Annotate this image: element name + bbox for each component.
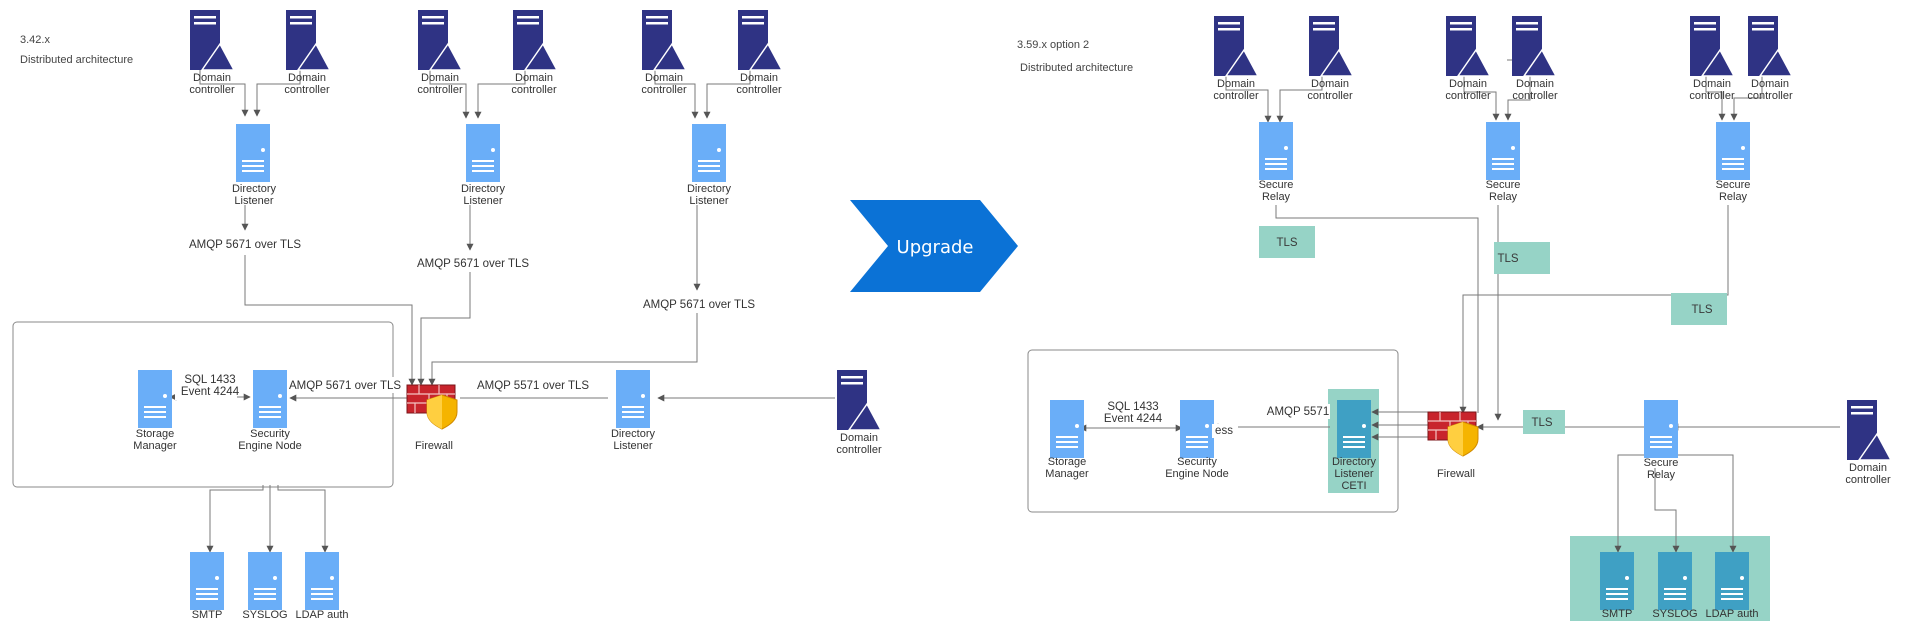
left-amqp-label-1: AMQP 5671 over TLS [189, 239, 301, 251]
svg-text:TLS: TLS [1691, 304, 1712, 316]
right-dc-4 [1511, 15, 1557, 77]
right-secure-relay-3 [1716, 122, 1750, 180]
left-smtp-label: SMTP [192, 609, 223, 621]
right-ldap-server [1715, 552, 1749, 610]
left-dc-3 [417, 9, 463, 71]
right-partial-label: ess [1215, 425, 1233, 437]
left-subtitle: Distributed architecture [20, 54, 133, 66]
left-dc-5 [641, 9, 687, 71]
right-firewall [1427, 411, 1479, 457]
left-firewall-label: Firewall [415, 440, 453, 452]
left-listener-2 [466, 124, 500, 182]
right-tls-box-3: TLS [1671, 293, 1727, 325]
right-dc-1 [1213, 15, 1259, 77]
right-firewall-label: Firewall [1437, 468, 1475, 480]
right-dc-5 [1689, 15, 1735, 77]
svg-text:TLS: TLS [1497, 253, 1518, 265]
right-wires [1079, 59, 1840, 553]
left-firewall [406, 384, 458, 430]
left-syslog-label: SYSLOG [242, 609, 287, 621]
left-amqp-label-2: AMQP 5671 over TLS [417, 258, 529, 270]
svg-text:TLS: TLS [1276, 237, 1297, 249]
left-cluster-boundary [12, 321, 394, 488]
right-version-title: 3.59.x option 2 [1017, 39, 1089, 51]
left-smtp-server [190, 552, 224, 610]
upgrade-label: Upgrade [897, 237, 974, 258]
right-smtp-label: SMTP [1602, 608, 1633, 620]
left-syslog-server [248, 552, 282, 610]
upgrade-arrow-icon: Upgrade [850, 200, 1018, 292]
left-dc-2 [285, 9, 331, 71]
left-amqp-label-3: AMQP 5671 over TLS [643, 299, 755, 311]
right-dc-2 [1308, 15, 1354, 77]
right-tls-box-4: TLS [1523, 410, 1565, 434]
left-listener-1 [236, 124, 270, 182]
right-secure-relay-4 [1644, 400, 1678, 458]
right-syslog-label: SYSLOG [1652, 608, 1697, 620]
right-security-engine-node [1180, 400, 1214, 458]
right-syslog-server [1658, 552, 1692, 610]
left-ldap-server [305, 552, 339, 610]
left-wires [169, 70, 835, 553]
right-cluster-boundary [1027, 349, 1399, 513]
right-storage-manager [1050, 400, 1084, 458]
left-security-engine-node [253, 370, 287, 428]
right-secure-relay-1 [1259, 122, 1293, 180]
right-dc-3 [1445, 15, 1491, 77]
right-directory-listener-ceti [1337, 400, 1371, 458]
right-smtp-server [1600, 552, 1634, 610]
left-dc-1 [189, 9, 235, 71]
right-dc-7 [1846, 399, 1892, 461]
left-dc-6 [737, 9, 783, 71]
right-amqp-label: AMQP 5571 [1267, 406, 1329, 418]
right-subtitle: Distributed architecture [1020, 62, 1133, 74]
right-dc-6 [1747, 15, 1793, 77]
left-dc-4 [512, 9, 558, 71]
svg-text:TLS: TLS [1531, 417, 1552, 429]
left-directory-listener-edge [616, 370, 650, 428]
right-tls-box-1: TLS [1259, 226, 1315, 258]
right-secure-relay-2 [1486, 122, 1520, 180]
left-ldap-label: LDAP auth [295, 609, 348, 621]
left-version-title: 3.42.x [20, 34, 50, 46]
right-tls-box-2: TLS [1494, 242, 1550, 274]
left-listener-amqp5571-label: AMQP 5571 over TLS [477, 380, 589, 392]
right-ldap-label: LDAP auth [1705, 608, 1758, 620]
left-listener-3 [692, 124, 726, 182]
left-storage-manager [138, 370, 172, 428]
left-dc-7 [836, 369, 882, 431]
left-engine-amqp-label: AMQP 5671 over TLS [289, 380, 401, 392]
